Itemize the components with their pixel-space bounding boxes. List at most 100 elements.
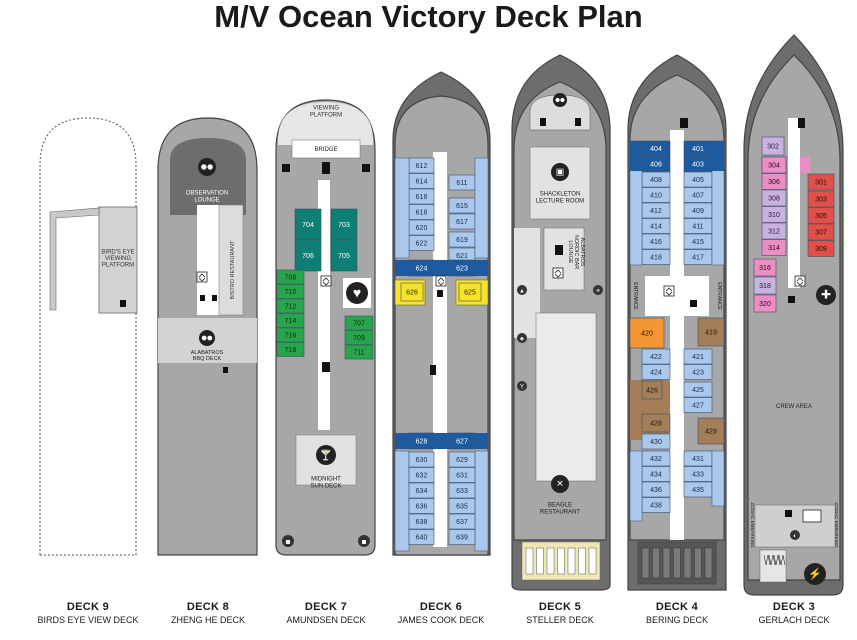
cabin-706	[294, 239, 322, 272]
lounger	[567, 547, 576, 575]
medical-cross-icon: ✚	[816, 285, 836, 305]
cabin-number-427: 427	[692, 402, 704, 409]
label-line: 633	[456, 488, 468, 495]
cabin-639	[448, 529, 476, 545]
life-ring-icon-glyph: ◼	[286, 539, 291, 545]
dining-icon-bg	[551, 475, 569, 493]
cabin-number-436: 436	[650, 487, 662, 494]
deck-name: GERLACH DECK	[758, 615, 830, 625]
viewing-platform	[278, 102, 373, 145]
cabin-number-709: 709	[353, 335, 365, 342]
label-line: RESTAURANT	[540, 509, 581, 515]
lounger	[641, 547, 650, 579]
stair-block	[680, 118, 688, 128]
deck-number: DECK 6	[419, 601, 463, 613]
cabin-318	[753, 276, 777, 295]
life-ring-icon: ◼	[282, 535, 294, 547]
stair-block	[430, 365, 436, 375]
cabin-422	[641, 348, 671, 365]
stairs-icon-glyph: ≡	[596, 288, 600, 294]
cabin-number-707: 707	[353, 320, 365, 327]
cabin-306	[761, 173, 787, 190]
cabin-number-301: 301	[815, 179, 827, 186]
lounger	[652, 547, 660, 579]
stairs-icon	[763, 554, 771, 566]
label-line: ENTRANCE	[632, 282, 638, 310]
label-line: 405	[692, 177, 704, 184]
cabin-number-417: 417	[692, 254, 704, 261]
label-line: 407	[692, 192, 704, 199]
cabin-number-310: 310	[768, 212, 780, 219]
label-line: 631	[456, 472, 468, 479]
corridor	[433, 152, 447, 547]
label-line: ◐	[793, 533, 797, 539]
page-title: M/V Ocean Victory Deck Plan	[214, 0, 643, 34]
binoculars-icon	[199, 330, 215, 346]
label-line: 419	[705, 329, 717, 336]
entrance-label: ENTRANCE	[632, 282, 638, 310]
label-line: 438	[650, 502, 662, 509]
elevator-icon	[196, 271, 208, 283]
label-line: 406	[650, 161, 662, 168]
label-line: VIEWING	[105, 256, 131, 262]
cabin-number-422: 422	[650, 354, 662, 361]
stair-block	[362, 164, 370, 172]
label-line: 423	[692, 369, 704, 376]
stair-block	[322, 362, 330, 372]
label-line: 308	[768, 195, 780, 202]
cabin-number-628: 628	[416, 438, 428, 445]
stern-store	[759, 549, 787, 583]
observation-lounge	[170, 138, 246, 215]
cup-icon	[802, 509, 822, 523]
cabin-310	[761, 206, 787, 223]
label-line: 434	[650, 471, 662, 478]
label-line: 427	[692, 402, 704, 409]
label-line: 710	[285, 289, 297, 296]
cabin-304	[761, 156, 787, 174]
binoculars-bg	[553, 93, 567, 107]
bridge-area	[291, 139, 361, 159]
lounger	[588, 547, 597, 575]
stairs-icon	[768, 554, 776, 566]
deck-number: DECK 5	[538, 601, 582, 613]
cabin-number-638: 638	[416, 519, 428, 526]
label-line: 637	[456, 519, 468, 526]
cabin-number-430: 430	[650, 439, 662, 446]
entrance-label: ENTRANCE	[716, 282, 722, 310]
bistro-area	[218, 204, 244, 316]
stair-block	[200, 295, 205, 301]
cabin-strip	[630, 141, 642, 171]
cabin-637	[448, 513, 476, 530]
cabin-711	[344, 344, 374, 360]
cabin-420	[629, 317, 665, 349]
exit-icon-bg	[517, 285, 527, 295]
label-line: 632	[416, 472, 428, 479]
cabin-strip	[394, 450, 410, 552]
label-line: 301	[815, 179, 827, 186]
elevator-frame	[435, 275, 447, 287]
cocktail-icon: 🍸	[316, 445, 336, 465]
cabin-number-632: 632	[416, 472, 428, 479]
cabin-634	[408, 482, 435, 499]
elevator-icon	[794, 275, 806, 287]
elevator-frame	[196, 271, 208, 283]
cabin-number-633: 633	[456, 488, 468, 495]
label-line: 714	[285, 318, 297, 325]
label-line: 638	[416, 519, 428, 526]
cabin-number-403: 403	[692, 161, 704, 168]
label-line: BRIDGE	[314, 147, 337, 153]
cabin-314	[761, 239, 787, 256]
label-line: PLATFORM	[310, 112, 342, 118]
cabin-number-716: 716	[285, 332, 297, 339]
label-line: 626	[406, 289, 418, 296]
label-line: 425	[692, 387, 704, 394]
cabin-number-414: 414	[650, 223, 662, 230]
cabin-640	[408, 529, 435, 545]
elevator-frame	[320, 275, 332, 287]
label-line: 312	[768, 228, 780, 235]
cabin-number-423: 423	[692, 369, 704, 376]
corridor	[670, 130, 684, 540]
